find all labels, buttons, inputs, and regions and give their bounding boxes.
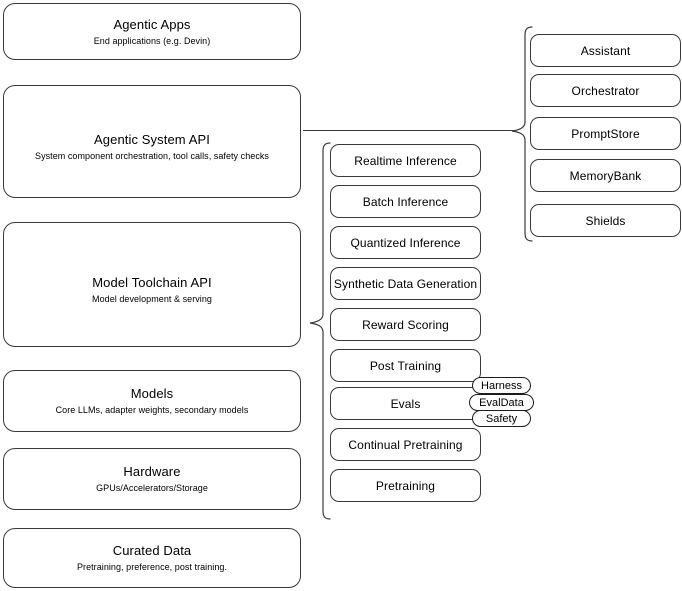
evals-badge-harness[interactable]: Harness <box>472 377 531 394</box>
layer-text-agentic-apps: Agentic Apps End applications (e.g. Devi… <box>94 16 211 48</box>
toolchain-item-pretraining[interactable]: Pretraining <box>330 469 481 502</box>
toolchain-item-label: Quantized Inference <box>350 235 461 250</box>
toolchain-item-label: Pretraining <box>375 478 436 493</box>
toolchain-item-label: Evals <box>390 396 421 411</box>
agentic-component-label: Assistant <box>580 43 631 58</box>
toolchain-item-label: Realtime Inference <box>354 153 457 168</box>
agentic-component-assistant[interactable]: Assistant <box>530 34 681 67</box>
layer-text-agentic-system-api: Agentic System API System component orch… <box>35 131 269 163</box>
layer-box-curated-data[interactable]: Curated Data Pretraining, preference, po… <box>3 528 301 588</box>
toolchain-item-post-training[interactable]: Post Training <box>330 349 481 382</box>
layer-box-agentic-apps[interactable]: Agentic Apps End applications (e.g. Devi… <box>3 3 301 60</box>
toolchain-item-batch-inference[interactable]: Batch Inference <box>330 185 481 218</box>
layer-title-agentic-system-api: Agentic System API <box>94 131 210 147</box>
layer-text-model-toolchain-api: Model Toolchain API Model development & … <box>92 274 212 306</box>
layer-subtitle-hardware: GPUs/Accelerators/Storage <box>96 483 208 493</box>
toolchain-item-evals[interactable]: Evals <box>330 387 481 420</box>
brace-agentic-system-components <box>511 26 533 242</box>
layer-subtitle-models: Core LLMs, adapter weights, secondary mo… <box>55 405 249 415</box>
agentic-component-label: PromptStore <box>571 126 640 141</box>
layer-title-curated-data: Curated Data <box>112 543 192 558</box>
layer-subtitle-model-toolchain-api: Model development & serving <box>92 293 212 304</box>
connector-agentic-system-api-to-components <box>303 130 515 131</box>
layer-text-hardware: Hardware GPUs/Accelerators/Storage <box>96 463 208 495</box>
toolchain-item-reward-scoring[interactable]: Reward Scoring <box>330 308 481 341</box>
layer-box-hardware[interactable]: Hardware GPUs/Accelerators/Storage <box>3 448 301 510</box>
layer-title-agentic-apps: Agentic Apps <box>113 16 191 32</box>
layer-title-hardware: Hardware <box>123 464 181 479</box>
layer-box-model-toolchain-api[interactable]: Model Toolchain API Model development & … <box>3 222 301 347</box>
agentic-component-label: Orchestrator <box>571 83 640 98</box>
toolchain-item-quantized-inference[interactable]: Quantized Inference <box>330 226 481 259</box>
layer-subtitle-agentic-system-api: System component orchestration, tool cal… <box>35 150 269 161</box>
evals-badge-safety[interactable]: Safety <box>472 410 531 427</box>
layer-subtitle-curated-data: Pretraining, preference, post training. <box>76 562 228 572</box>
agentic-component-promptstore[interactable]: PromptStore <box>530 117 681 150</box>
brace-model-toolchain-items <box>308 142 331 520</box>
toolchain-item-realtime-inference[interactable]: Realtime Inference <box>330 144 481 177</box>
toolchain-item-synthetic-data-generation[interactable]: Synthetic Data Generation <box>330 267 481 300</box>
agentic-component-label: Shields <box>585 213 626 228</box>
agentic-component-orchestrator[interactable]: Orchestrator <box>530 74 681 107</box>
toolchain-item-label: Batch Inference <box>362 194 449 209</box>
toolchain-item-continual-pretraining[interactable]: Continual Pretraining <box>330 428 481 461</box>
toolchain-item-label: Synthetic Data Generation <box>333 276 478 291</box>
layer-box-models[interactable]: Models Core LLMs, adapter weights, secon… <box>3 370 301 432</box>
toolchain-item-label: Reward Scoring <box>362 317 449 332</box>
layer-title-models: Models <box>130 386 174 401</box>
layer-box-agentic-system-api[interactable]: Agentic System API System component orch… <box>3 85 301 198</box>
evals-badge-evaldata[interactable]: EvalData <box>469 394 534 411</box>
toolchain-item-label: Continual Pretraining <box>348 437 463 452</box>
layer-subtitle-agentic-apps: End applications (e.g. Devin) <box>93 35 211 46</box>
layer-text-curated-data: Curated Data Pretraining, preference, po… <box>77 542 227 574</box>
layer-text-models: Models Core LLMs, adapter weights, secon… <box>56 385 249 417</box>
toolchain-item-label: Post Training <box>369 358 442 373</box>
evals-badge-label: Safety <box>485 412 518 425</box>
layer-title-model-toolchain-api: Model Toolchain API <box>92 274 212 290</box>
agentic-component-shields[interactable]: Shields <box>530 204 681 237</box>
agentic-component-memorybank[interactable]: MemoryBank <box>530 159 681 192</box>
evals-badge-label: Harness <box>481 379 522 392</box>
evals-badge-label: EvalData <box>479 396 524 409</box>
agentic-component-label: MemoryBank <box>569 168 642 183</box>
